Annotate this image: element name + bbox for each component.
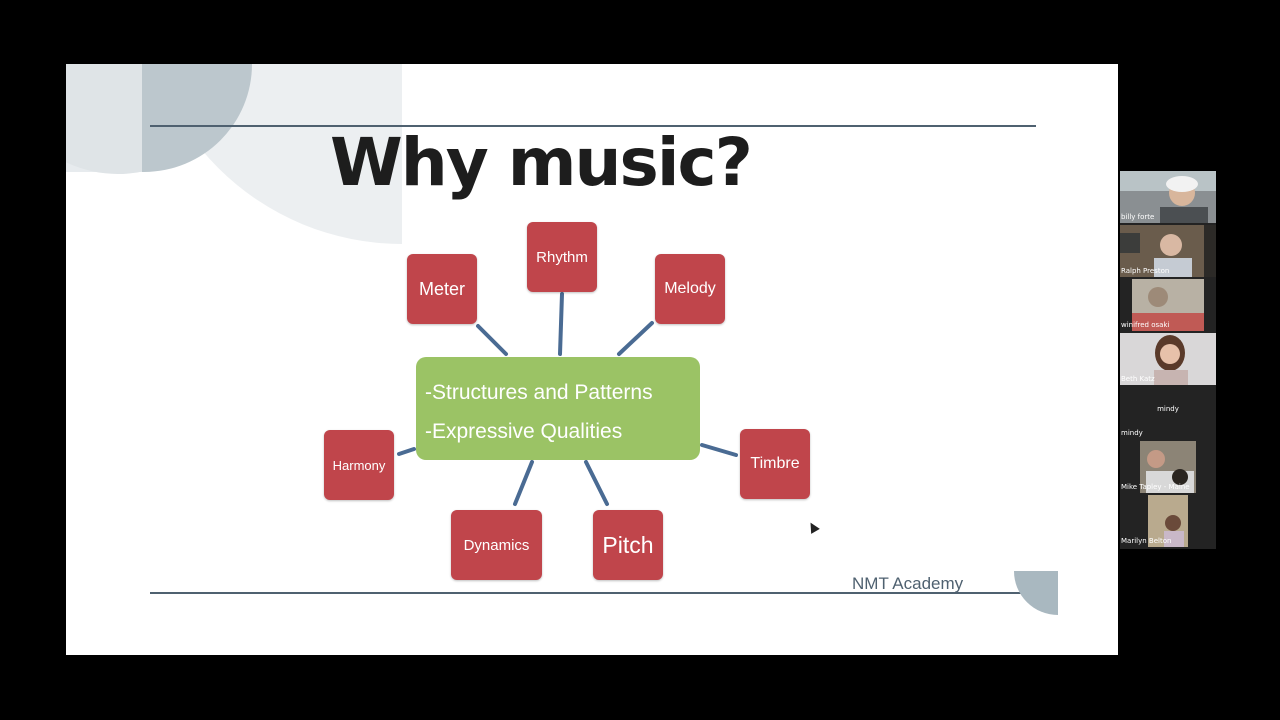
- video-feed: [1120, 171, 1216, 223]
- participant-name: billy forte: [1121, 213, 1155, 221]
- center-line-expressive: -Expressive Qualities: [425, 420, 623, 443]
- participant-center-name: mindy: [1157, 405, 1179, 413]
- bottom-divider: [150, 592, 1036, 594]
- participant-tile[interactable]: Mike Tapley - Maine: [1120, 441, 1216, 493]
- participant-name: Marilyn Belton: [1121, 537, 1172, 545]
- connector-melody: [617, 321, 654, 356]
- connector-meter: [476, 324, 508, 356]
- participant-tile[interactable]: Marilyn Belton: [1120, 495, 1216, 547]
- video-feed: [1120, 441, 1216, 493]
- participant-tile[interactable]: billy forte: [1120, 171, 1216, 223]
- footer-brand: NMT Academy: [852, 574, 964, 593]
- participant-name: Ralph Preston: [1121, 267, 1170, 275]
- node-rhythm: Rhythm: [527, 222, 597, 292]
- participant-name: mindy: [1121, 429, 1143, 437]
- participant-gallery[interactable]: billy forte Ralph Preston winifred osaki…: [1120, 171, 1216, 549]
- node-meter: Meter: [407, 254, 477, 324]
- node-timbre: Timbre: [740, 429, 810, 499]
- participant-tile[interactable]: winifred osaki: [1120, 279, 1216, 331]
- connector-pitch: [584, 460, 609, 506]
- participant-tile[interactable]: Beth Katz: [1120, 333, 1216, 385]
- slide-title: Why music?: [330, 124, 753, 201]
- video-feed: [1120, 333, 1216, 385]
- node-pitch: Pitch: [593, 510, 663, 580]
- connector-lines: [397, 292, 738, 506]
- video-feed: [1120, 225, 1216, 277]
- connector-timbre: [700, 443, 738, 457]
- center-line-structures: -Structures and Patterns: [425, 381, 653, 404]
- participant-name: Mike Tapley - Maine: [1121, 483, 1190, 491]
- video-feed: [1120, 495, 1216, 547]
- participant-tile[interactable]: mindy mindy: [1120, 387, 1216, 439]
- node-harmony: Harmony: [324, 430, 394, 500]
- top-divider: [150, 125, 1036, 127]
- video-feed: [1120, 279, 1216, 331]
- presentation-slide: Why music? Rhythm Meter Melody Harmony T…: [66, 64, 1118, 655]
- connector-dynamics: [513, 460, 534, 506]
- participant-name: Beth Katz: [1121, 375, 1155, 383]
- node-melody: Melody: [655, 254, 725, 324]
- center-concept-box: -Structures and Patterns -Expressive Qua…: [416, 357, 700, 460]
- participant-name: winifred osaki: [1121, 321, 1170, 329]
- connector-rhythm: [558, 292, 564, 356]
- node-dynamics: Dynamics: [451, 510, 542, 580]
- participant-tile[interactable]: Ralph Preston: [1120, 225, 1216, 277]
- connector-harmony: [397, 447, 416, 456]
